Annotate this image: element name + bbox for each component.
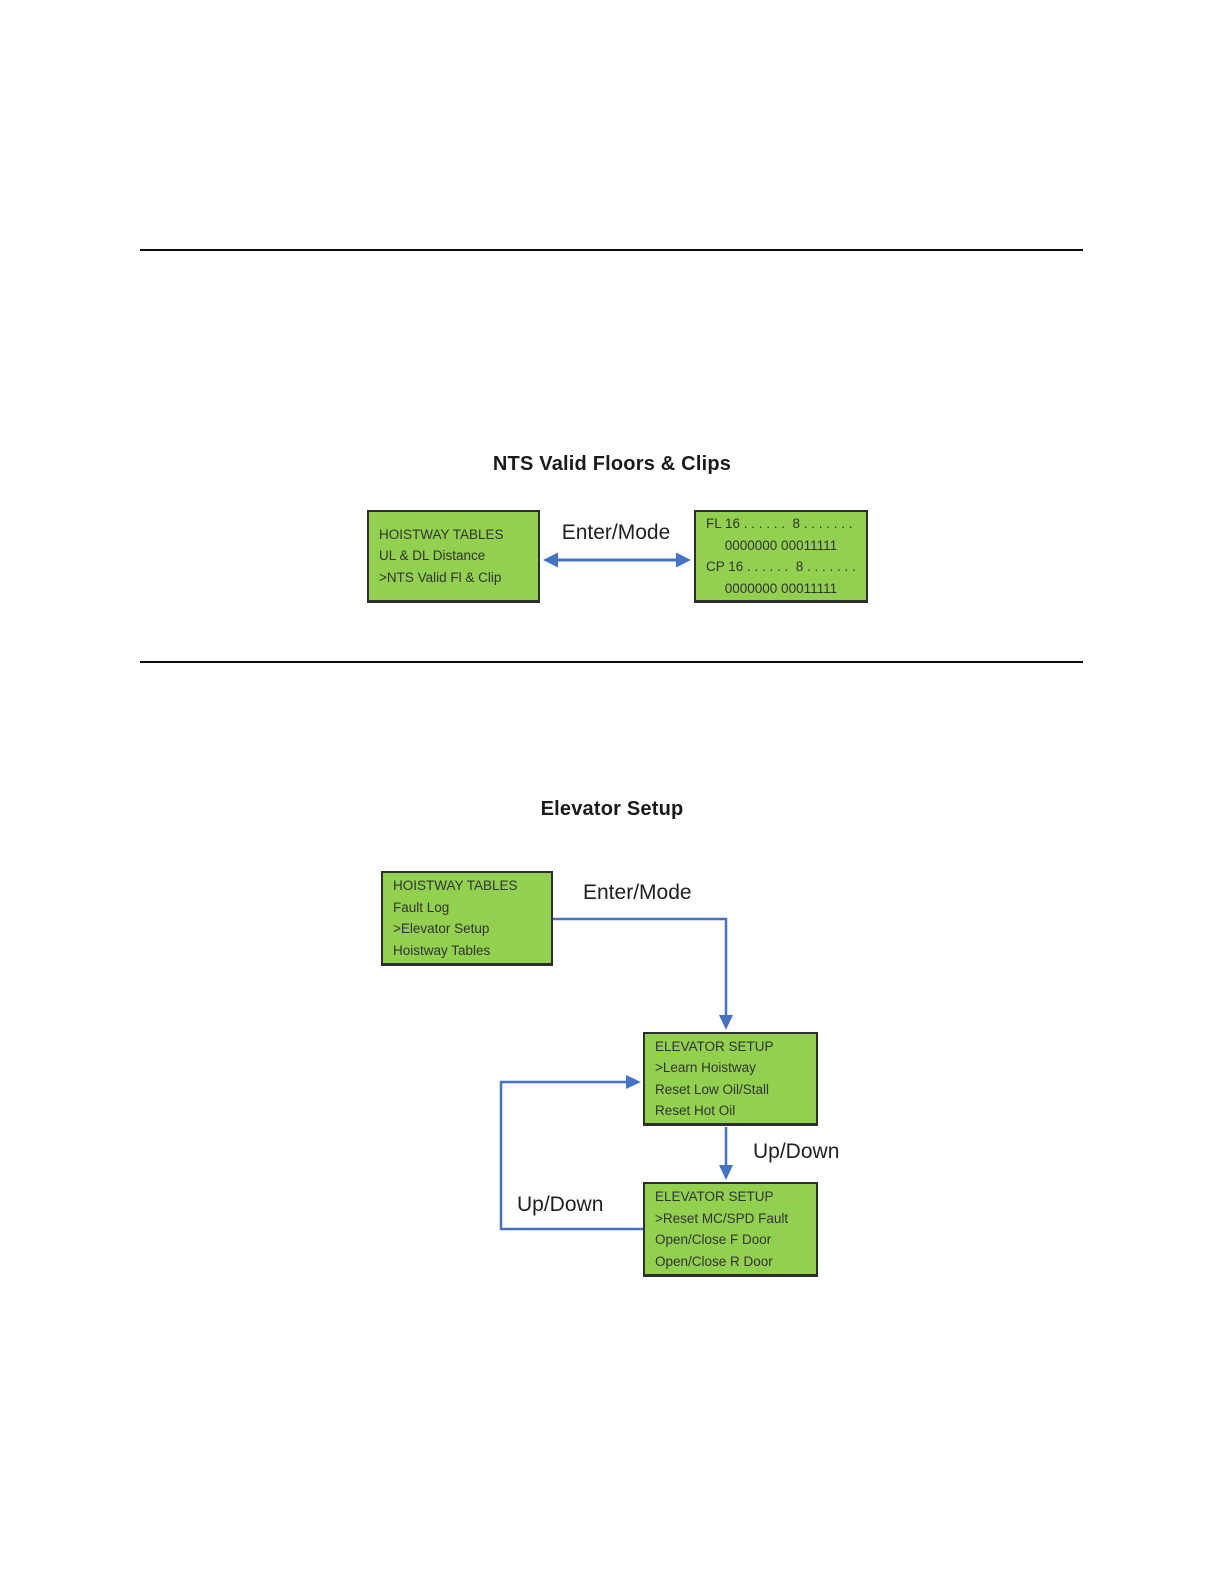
box-line: Open/Close F Door bbox=[655, 1232, 772, 1247]
section-divider-middle bbox=[140, 661, 1083, 663]
box-line: 0000000 00011111 bbox=[706, 580, 838, 596]
diagram2-up-down-label-left: Up/Down bbox=[517, 1193, 604, 1216]
diagram1-hoistway-tables-box: HOISTWAY TABLES UL & DL Distance >NTS Va… bbox=[367, 510, 540, 603]
box-line: >Elevator Setup bbox=[393, 921, 490, 936]
box-line: >Reset MC/SPD Fault bbox=[655, 1210, 789, 1226]
box-line: >Learn Hoistway bbox=[655, 1060, 756, 1075]
box-line: UL & DL Distance bbox=[379, 548, 486, 564]
diagram2-elevator-setup-box-2: ELEVATOR SETUP >Reset MC/SPD Fault Open/… bbox=[643, 1182, 818, 1277]
diagram1-enter-mode-label: Enter/Mode bbox=[561, 521, 671, 544]
enter-mode-arrowhead-left-icon bbox=[543, 552, 558, 568]
up-down-arrowhead-down-icon bbox=[719, 1165, 733, 1180]
box-line: >NTS Valid Fl & Clip bbox=[379, 569, 502, 585]
box-line: HOISTWAY TABLES bbox=[379, 526, 504, 542]
diagram2-hoistway-tables-box: HOISTWAY TABLES Fault Log >Elevator Setu… bbox=[381, 871, 553, 966]
box-line: Hoistway Tables bbox=[393, 942, 491, 958]
box-line: ELEVATOR SETUP bbox=[655, 1189, 774, 1204]
up-down-arrowhead-right-icon bbox=[626, 1075, 641, 1089]
box-line: 0000000 00011111 bbox=[706, 537, 838, 553]
box-line: CP 16 . . . . . . 8 . . . . . . . bbox=[706, 559, 856, 574]
enter-mode-elbow-connector bbox=[553, 917, 728, 1017]
diagram2-elevator-setup-box-1: ELEVATOR SETUP >Learn Hoistway Reset Low… bbox=[643, 1032, 818, 1126]
box-line: Fault Log bbox=[393, 899, 450, 915]
box-line: FL 16 . . . . . . 8 . . . . . . . bbox=[706, 516, 853, 531]
section-divider-top bbox=[140, 249, 1083, 251]
diagram2-title: Elevator Setup bbox=[540, 798, 684, 820]
box-line: ELEVATOR SETUP bbox=[655, 1038, 774, 1054]
diagram1-valid-floors-box: FL 16 . . . . . . 8 . . . . . . . 000000… bbox=[694, 510, 868, 603]
box-line: HOISTWAY TABLES bbox=[393, 878, 518, 893]
enter-mode-arrowhead-down-icon bbox=[719, 1015, 733, 1030]
box-line: Reset Low Oil/Stall bbox=[655, 1081, 770, 1097]
diagram2-up-down-label-right: Up/Down bbox=[753, 1140, 840, 1163]
diagram2-enter-mode-label: Enter/Mode bbox=[583, 881, 692, 904]
box-line: Open/Close R Door bbox=[655, 1253, 773, 1269]
box-line: Reset Hot Oil bbox=[655, 1103, 736, 1118]
enter-mode-arrowhead-right-icon bbox=[676, 552, 691, 568]
diagram1-title: NTS Valid Floors & Clips bbox=[492, 453, 732, 475]
